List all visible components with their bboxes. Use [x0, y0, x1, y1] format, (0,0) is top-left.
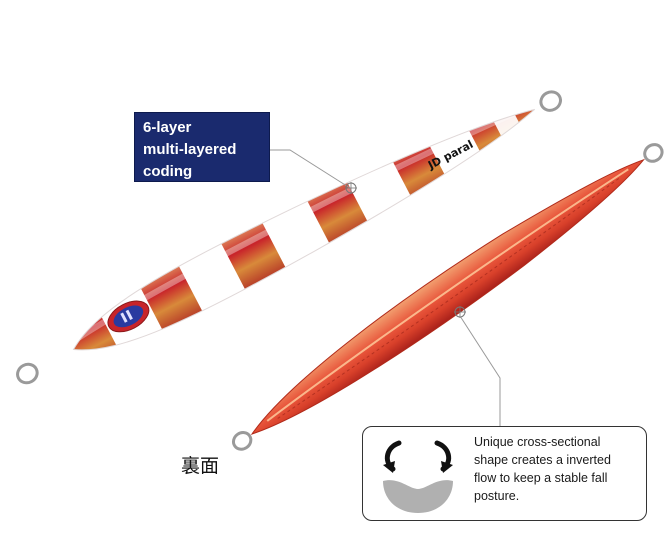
description-line: posture.	[474, 489, 520, 503]
split-ring-head	[643, 143, 664, 163]
callout-6-layer: 6-layer multi-layered coding	[134, 112, 270, 182]
cross-section-diagram	[383, 440, 453, 513]
callout-leader-bottom	[459, 315, 501, 426]
cross-section-callout: Unique cross-sectional shape creates a i…	[362, 426, 647, 521]
description-line: flow to keep a stable fall	[474, 471, 608, 485]
callout-leader-top	[270, 149, 351, 189]
callout-line: coding	[143, 163, 193, 180]
lure-front: JD paral	[16, 86, 562, 385]
description-line: shape creates a inverted	[474, 453, 611, 467]
split-ring-head	[539, 90, 562, 112]
callout-line: multi-layered	[143, 141, 237, 158]
cross-section-description: Unique cross-sectional shape creates a i…	[474, 433, 644, 505]
split-ring-tail	[231, 431, 253, 451]
cross-section-shape-icon	[383, 480, 453, 513]
callout-line: 6-layer	[143, 119, 192, 136]
description-line: Unique cross-sectional	[474, 435, 601, 449]
lure-back	[231, 143, 664, 451]
back-side-label: 裏面	[181, 455, 220, 477]
split-ring-tail	[16, 362, 39, 385]
